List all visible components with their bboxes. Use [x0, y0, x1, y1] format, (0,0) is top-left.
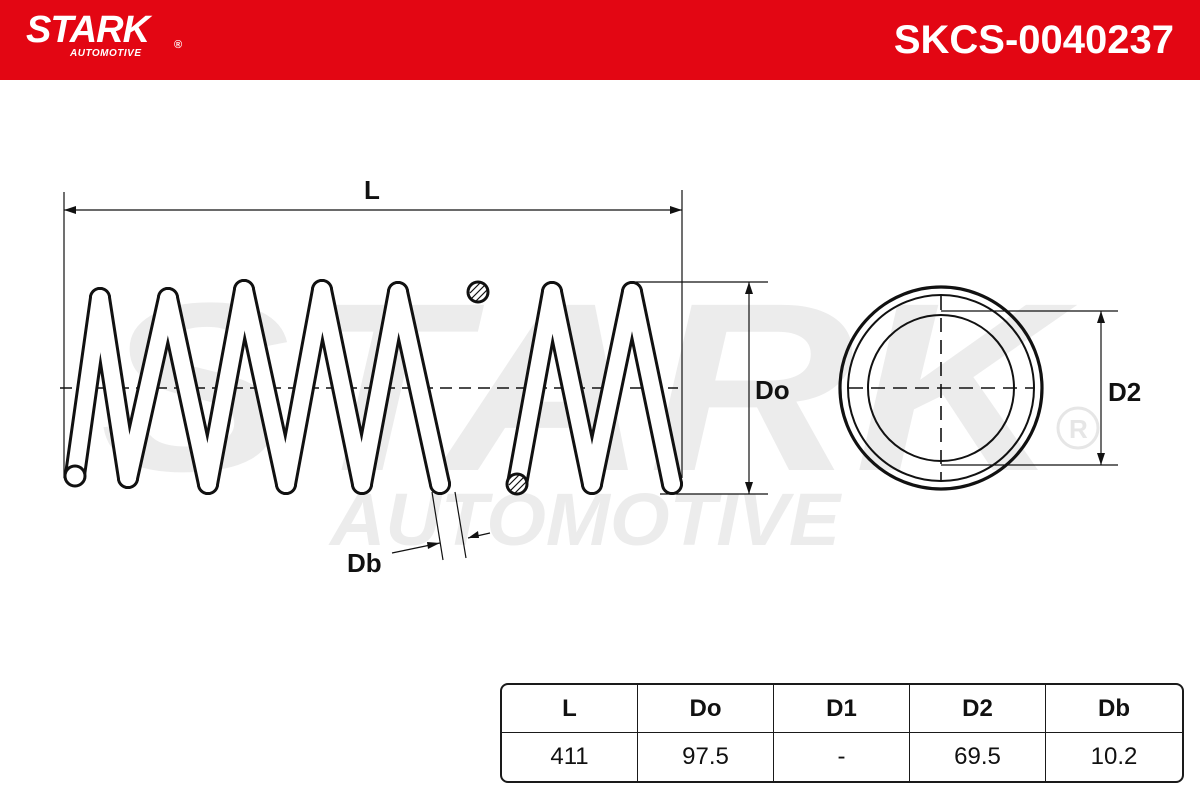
coil-core [624, 284, 680, 492]
coil-core [390, 284, 448, 492]
coil-core [509, 284, 560, 492]
spec-header-outer-diameter: Do [638, 685, 774, 733]
coil-bend-core [544, 284, 560, 300]
coil-core [200, 282, 252, 492]
coil-bend-core [236, 282, 252, 298]
wire-diameter-dimension [391, 491, 491, 561]
wire-cross-section-bottom [505, 472, 529, 496]
coil-core [120, 290, 176, 486]
coil-bend-core [584, 476, 600, 492]
length-label: L [364, 175, 380, 205]
wire-end-left [63, 464, 87, 488]
header-bar: STARK ® AUTOMOTIVE SKCS-0040237 [0, 0, 1200, 80]
spec-header-wire-diameter: Db [1046, 685, 1182, 733]
coil-core [314, 282, 370, 492]
svg-text:R: R [1069, 414, 1088, 444]
coil-bend-core [390, 284, 406, 300]
coil-bend-core [120, 470, 136, 486]
brand-name: STARK [26, 9, 150, 51]
spec-table: L Do D1 D2 Db 411 97.5 - 69.5 10.2 [500, 683, 1184, 783]
coil-core [92, 290, 136, 486]
outer-diameter-dimension [632, 281, 768, 495]
inner-diameter-label: D2 [1108, 377, 1141, 407]
part-number: SKCS-0040237 [893, 18, 1174, 62]
coil-bend-core [432, 476, 448, 492]
spec-value-wire-diameter: 10.2 [1090, 743, 1138, 770]
spec-value-length: 411 [502, 733, 638, 781]
spring-end-view [838, 285, 1044, 491]
coil-core [544, 284, 600, 492]
coil-bend-core [354, 476, 370, 492]
brand-logo: STARK ® AUTOMOTIVE [26, 9, 182, 59]
coil-core [354, 284, 406, 492]
coil-core [584, 284, 640, 492]
wire-diameter-label: Db [347, 548, 382, 578]
coil-bend-core [92, 290, 108, 306]
coil-bend-core [314, 282, 330, 298]
spec-value-inner-diameter: 69.5 [910, 733, 1046, 781]
coil-core [278, 282, 330, 492]
spec-value-outer-diameter: 97.5 [638, 733, 774, 781]
coil-bend-core [200, 476, 216, 492]
coil-bend-core [624, 284, 640, 300]
registered-mark-icon: ® [174, 39, 183, 51]
coil-core [160, 290, 216, 492]
spring-coils [63, 279, 683, 495]
wire-cross-section-top [466, 280, 490, 304]
spec-value-d1: - [774, 733, 910, 781]
spec-header-inner-diameter: D2 [910, 685, 1046, 733]
length-dimension [63, 190, 683, 478]
coil-bend-core [664, 476, 680, 492]
inner-diameter-dimension [941, 310, 1118, 466]
watermark-registered-icon: R [1056, 406, 1100, 450]
outer-diameter-label: Do [755, 375, 790, 405]
brand-subtitle: AUTOMOTIVE [70, 48, 142, 59]
coil-bend-core [160, 290, 176, 306]
coil-core [67, 290, 108, 483]
spec-header-length: L [502, 685, 638, 733]
coil-core [236, 282, 294, 492]
spec-header-d1: D1 [774, 685, 910, 733]
coil-bend-core [278, 476, 294, 492]
